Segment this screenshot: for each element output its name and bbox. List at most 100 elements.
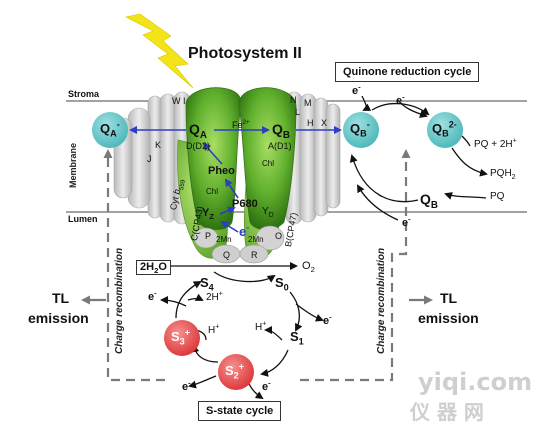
arrow-yz-to-p680 bbox=[219, 206, 236, 215]
qb2-minus-circle bbox=[427, 112, 463, 148]
arrow-e-to-qb2 bbox=[397, 99, 428, 118]
subunit-k-label: K bbox=[155, 140, 162, 150]
qb-minus-circle bbox=[343, 112, 379, 148]
charge-recombination-right-path bbox=[300, 149, 411, 382]
pqh2-label: PQH2 bbox=[490, 168, 516, 182]
tl-right-line2: emission bbox=[418, 310, 479, 326]
subunit-o-label: O bbox=[275, 231, 283, 241]
arrow-s0-emit-e bbox=[295, 303, 324, 322]
arrow-s3-to-s4 bbox=[175, 281, 202, 319]
lumen-label: Lumen bbox=[68, 214, 98, 224]
arrow-s2-emit-e-left bbox=[188, 375, 217, 389]
subunit-m-label: M bbox=[304, 98, 312, 108]
arrow-s1-to-s2 bbox=[260, 349, 289, 377]
subunit-p bbox=[193, 227, 219, 249]
arrow-e-lumen bbox=[357, 184, 399, 221]
e-s2-right-label: e- bbox=[262, 378, 271, 393]
arrow-p680-to-pheo bbox=[224, 178, 239, 199]
qa-minus-circle bbox=[92, 112, 128, 148]
arrow-qb-to-qbminus bbox=[349, 154, 419, 203]
tl-right-line1: TL bbox=[440, 290, 458, 306]
tl-left-line1: TL bbox=[52, 290, 70, 306]
s2-label: S2+ bbox=[225, 361, 245, 381]
qb-minus-label: QB- bbox=[350, 119, 370, 139]
arrow-pq-to-qb bbox=[444, 192, 487, 200]
charge-recombination-left-label: Charge recombination bbox=[114, 247, 125, 354]
d2-subunit bbox=[185, 87, 242, 230]
charge-recombination-right-label: Charge recombination bbox=[376, 247, 387, 354]
tl-left-line2: emission bbox=[28, 310, 89, 326]
quinone-reduction-cycle-box: Quinone reduction cycle bbox=[335, 62, 480, 82]
chl-right-label: Chl bbox=[262, 159, 275, 168]
right-subunits bbox=[285, 91, 341, 225]
arrow-pheo-to-qa bbox=[202, 142, 223, 165]
s2-circle bbox=[218, 354, 254, 390]
s4-label: S4 bbox=[200, 275, 214, 293]
subunit-n-label: N bbox=[290, 95, 297, 105]
s3-circle bbox=[164, 320, 200, 356]
yz-label: YZ bbox=[202, 207, 215, 222]
e-qb2-label: e- bbox=[396, 92, 405, 107]
qb-center-label: QB bbox=[272, 121, 290, 141]
arrow-pqh2-release bbox=[451, 147, 488, 177]
water-label: 2H2O bbox=[136, 260, 171, 275]
a-d1-label: A(D1) bbox=[268, 141, 292, 151]
arrow-s2-to-s3 bbox=[191, 344, 219, 363]
qa-minus-label: QA- bbox=[100, 119, 120, 139]
pq-label: PQ bbox=[490, 191, 505, 202]
diagram-title: Photosystem II bbox=[188, 45, 302, 62]
lightning-bolt-icon bbox=[125, 13, 194, 89]
pq-2h-label: PQ + 2H+ bbox=[474, 137, 517, 150]
qa-center-label: QA bbox=[189, 121, 207, 141]
arrow-e-to-qbminus bbox=[361, 95, 372, 111]
yd-label: YD bbox=[262, 206, 274, 220]
watermark-cjk: 仪 器 网 bbox=[410, 400, 484, 424]
two-h-plus-label: 2H+ bbox=[206, 290, 223, 303]
mn-left-label: 2Mn bbox=[216, 235, 232, 244]
subunit-l-label: L bbox=[295, 107, 301, 117]
e-s0-label: e- bbox=[323, 312, 332, 327]
mn-right-label: 2Mn bbox=[248, 235, 264, 244]
subunit-x-label: X bbox=[321, 118, 328, 128]
s0-label: S0 bbox=[275, 275, 289, 293]
subunit-p-label: P bbox=[205, 231, 212, 241]
arrow-s0-to-s1 bbox=[289, 291, 303, 332]
subunit-r bbox=[239, 244, 269, 264]
subunit-w-label: W bbox=[172, 96, 181, 106]
arrow-s4-to-s0 bbox=[213, 271, 276, 283]
arrow-qb2-to-pq2h bbox=[461, 135, 471, 147]
arrow-mn-to-yz bbox=[220, 220, 239, 233]
o2-label: O2 bbox=[302, 260, 315, 275]
charge-recombination-left-path bbox=[103, 149, 165, 382]
e-stroma-label: e- bbox=[352, 82, 361, 97]
arrow-s2-emit-e-right bbox=[247, 381, 264, 400]
chl-left-label: Chl bbox=[206, 187, 219, 196]
p680-label: P680 bbox=[232, 198, 258, 210]
d-d2-label: D(D2) bbox=[186, 141, 210, 151]
h-plus-s3-label: H+ bbox=[208, 323, 220, 336]
d1-subunit bbox=[238, 87, 297, 230]
fe-label: Fe2+ bbox=[232, 119, 250, 130]
s1-label: S1 bbox=[290, 329, 304, 347]
subunit-j-label: J bbox=[147, 154, 152, 164]
watermark-latin: yiqi.com bbox=[418, 368, 533, 396]
stroma-label: Stroma bbox=[68, 89, 100, 99]
subunit-q-label: Q bbox=[223, 250, 231, 260]
e-s2-left-label: e- bbox=[182, 378, 191, 393]
qb-out-label: QB bbox=[420, 191, 438, 211]
subunit-i-label: I bbox=[183, 96, 186, 106]
subunit-h-label: H bbox=[307, 118, 314, 128]
h-plus-s1-label: H+ bbox=[255, 320, 267, 333]
membrane-label: Membrane bbox=[68, 142, 78, 188]
s-state-cycle-box: S-state cycle bbox=[198, 401, 282, 421]
electron-label: e- bbox=[239, 222, 250, 239]
e-s3-label: e- bbox=[148, 288, 157, 303]
arrow-s3-emit-e bbox=[160, 296, 187, 307]
subunit-o bbox=[255, 225, 285, 251]
arrow-s3-emit-2h bbox=[187, 293, 204, 301]
pheo-label: Pheo bbox=[208, 165, 235, 177]
s3-label: S3+ bbox=[171, 327, 191, 347]
arrow-s1-emit-hplus bbox=[264, 326, 283, 341]
